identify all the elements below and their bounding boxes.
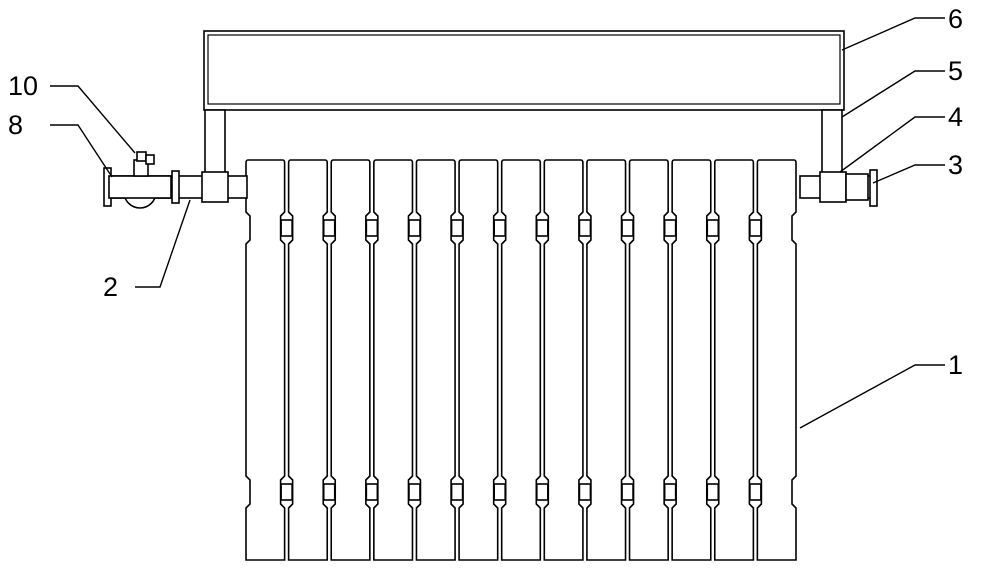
fin-joint [536,483,549,501]
right-end-flange [869,169,878,207]
radiator-fin [756,159,797,561]
fin-joint [450,219,464,237]
radiator-fin [415,159,456,561]
radiator-fin [458,159,499,561]
valve [108,151,172,209]
radiator-fin [671,159,712,561]
fin-joint [621,219,634,237]
part-labels: 1 2 3 4 5 6 8 10 [8,4,963,380]
fin-joint [493,219,506,237]
water-tank [203,30,845,111]
fin-joint [280,483,293,501]
radiator-fin [500,159,542,561]
right-union [845,173,869,201]
radiator-fin [586,159,627,561]
radiator-fin [287,159,329,561]
label-10: 10 [8,71,38,101]
label-5: 5 [948,56,963,86]
fin-joint [408,219,421,237]
left-connector [201,171,229,203]
fin-joint [280,219,293,237]
leader-lines [50,17,945,429]
fin-joint [621,483,634,501]
radiator-fin [713,159,755,561]
fin-joint [749,483,762,501]
fin-joint [578,483,592,501]
fin-joint [663,219,677,237]
fin-joint [578,219,592,237]
radiator-fins [245,159,797,561]
fin-joint [322,483,336,501]
fin-joint [408,483,421,501]
label-2: 2 [103,272,118,302]
fin-joint [749,219,762,237]
label-3: 3 [948,150,963,180]
radiator-fin [330,159,371,561]
fin-joint [663,483,677,501]
left-inner-flange [171,170,180,204]
label-1: 1 [948,350,963,380]
fin-joint [450,483,464,501]
radiator-fin [628,159,669,561]
label-6: 6 [948,4,963,34]
radiator-fin [543,159,584,561]
fin-joint [493,483,506,501]
right-pipe-assembly [799,169,878,207]
right-connector [819,171,847,203]
fin-joint [365,219,379,237]
label-4: 4 [948,102,963,132]
support-legs [204,109,843,176]
fin-joint [322,219,336,237]
radiator-fin [373,159,414,561]
fin-joint [706,483,720,501]
radiator-fin [245,159,286,561]
fin-joint [365,483,379,501]
fin-joint [706,219,720,237]
label-8: 8 [8,110,23,140]
fin-joint [536,219,549,237]
